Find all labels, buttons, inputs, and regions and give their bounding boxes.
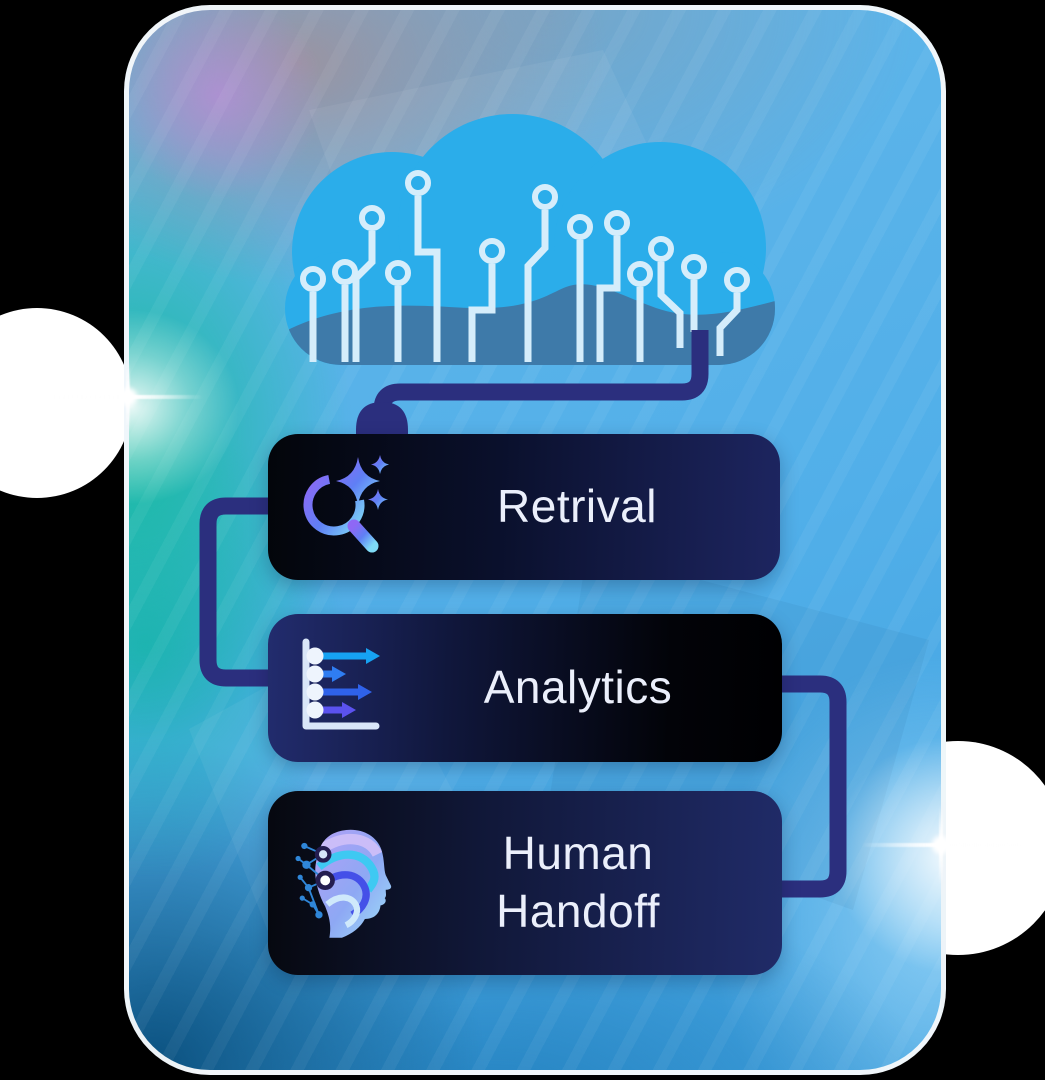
node-label: Human Handoff [420, 825, 782, 941]
node-label-line: Human [502, 827, 654, 880]
white-glow-circle-left [0, 308, 132, 498]
search-sparkles-icon [268, 451, 420, 563]
node-human-handoff: Human Handoff [268, 791, 782, 975]
node-retrieval: Retrival [268, 434, 780, 580]
node-label-line: Handoff [496, 885, 660, 937]
node-analytics: Analytics [268, 614, 782, 762]
analytics-arrows-icon [268, 636, 420, 740]
node-label: Analytics [483, 661, 673, 714]
node-label: Retrival [497, 480, 657, 533]
human-head-ai-icon [268, 823, 420, 943]
